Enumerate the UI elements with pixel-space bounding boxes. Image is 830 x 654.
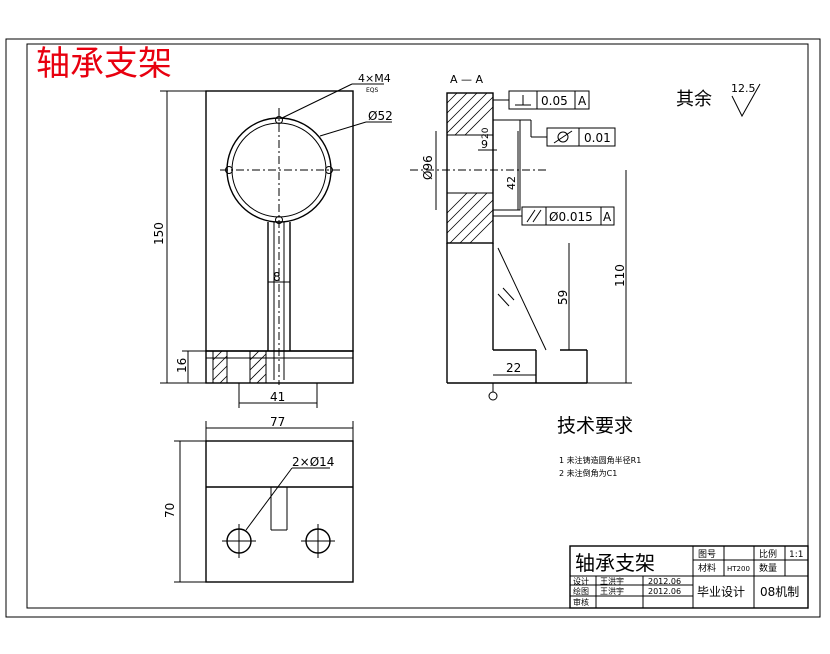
note-1: 1 未注铸造圆角半径R1 — [559, 455, 641, 465]
scale-value: 1:1 — [789, 550, 803, 560]
outer-frame — [5, 38, 821, 618]
design-name: 王洪宇 — [600, 576, 624, 586]
scale-label: 比例 — [759, 548, 777, 560]
dim-70: 70 — [163, 503, 177, 518]
review-label: 审核 — [573, 597, 589, 607]
dim-41: 41 — [270, 390, 285, 404]
qty-label: 数量 — [759, 562, 777, 574]
draw-date: 2012.06 — [648, 587, 681, 596]
par-ref: A — [603, 210, 612, 224]
dim-16: 16 — [175, 358, 189, 373]
surface-others-label: 其余 — [676, 89, 712, 110]
dim-77: 77 — [270, 415, 285, 429]
dim-d96: Ø96 — [421, 155, 435, 180]
tap-hole-top — [275, 116, 283, 124]
big-title: 轴承支架 — [36, 44, 172, 84]
dim-2xd14: 2×Ø14 — [292, 455, 334, 469]
par-value: Ø0.015 — [549, 210, 593, 224]
class-name: 08机制 — [760, 585, 799, 599]
material-value: HT200 — [727, 565, 750, 573]
perp-ref: A — [578, 94, 587, 108]
parallelism-frame — [521, 206, 615, 226]
front-view: 150 16 41 8 4×M4 EQS Ø52 — [152, 72, 393, 408]
design-label: 设计 — [573, 576, 589, 586]
section-label: A — A — [450, 73, 484, 86]
design-date: 2012.06 — [648, 577, 681, 586]
top-base-outline — [205, 440, 354, 583]
dim-20: 20 — [481, 127, 491, 139]
notes-heading: 技术要求 — [557, 415, 633, 437]
dim-59: 59 — [556, 290, 570, 305]
roughness-symbol — [731, 83, 761, 118]
surface-roughness: 12.5 — [731, 82, 756, 95]
dim-4xm4-sub: EQS — [366, 87, 379, 94]
perpendicularity-frame — [508, 90, 590, 110]
drawing-no-label: 图号 — [698, 549, 716, 560]
title-block: 轴承支架 图号 比例 1:1 材料 HT200 数量 设计 王洪宇 2012.0… — [569, 545, 809, 609]
inner-frame — [26, 43, 809, 609]
circularity-frame — [546, 127, 616, 147]
dim-9: 9 — [481, 138, 488, 151]
dim-150: 150 — [152, 222, 166, 245]
material-label: 材料 — [698, 562, 716, 574]
dim-d52: Ø52 — [368, 109, 393, 123]
note-2: 2 未注倒角为C1 — [559, 468, 617, 478]
dim-22: 22 — [506, 361, 521, 375]
datum-a-circle — [488, 391, 498, 401]
top-view: 77 70 2×Ø14 — [163, 415, 354, 583]
dim-8: 8 — [273, 270, 281, 284]
section-view: A — A Ø96 42 9 20 59 — [410, 73, 632, 401]
project-name: 毕业设计 — [697, 585, 745, 599]
part-name: 轴承支架 — [575, 551, 655, 575]
perp-value: 0.05 — [541, 94, 568, 108]
draw-label: 绘图 — [573, 586, 589, 596]
dim-42: 42 — [505, 176, 518, 190]
draw-name: 王洪宇 — [600, 586, 624, 596]
dim-110: 110 — [613, 264, 627, 287]
circ-value: 0.01 — [584, 131, 611, 145]
dim-4xm4: 4×M4 — [358, 72, 391, 85]
